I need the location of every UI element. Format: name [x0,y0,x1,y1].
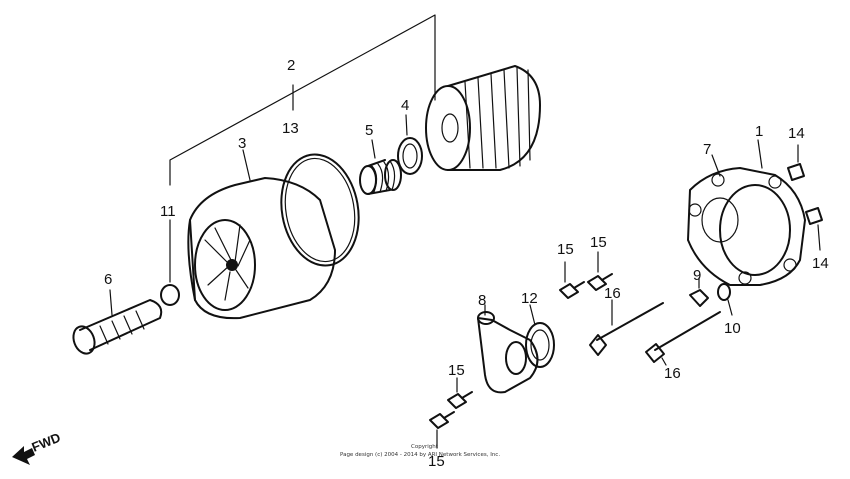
callout-14-lower: 14 [812,255,829,272]
callout-4: 4 [401,97,409,114]
dowel-pin-part-14-upper[interactable] [787,144,805,181]
callout-15-c: 15 [448,362,465,379]
oil-pipe-part-6[interactable] [70,289,163,357]
forward-arrow-icon [12,446,35,465]
callout-2: 2 [287,57,295,74]
group-bracket [169,14,436,283]
footer-page-design: Page design (c) 2004 - 2014 by ARI Netwo… [340,452,500,458]
o-ring-part-13[interactable] [273,148,367,271]
callout-3: 3 [238,135,246,152]
gasket-part-12[interactable] [525,304,555,368]
washer-part-4[interactable] [397,114,423,175]
callout-1: 1 [755,123,763,140]
callout-15-d: 15 [428,453,445,470]
short-bolt-part-15-c[interactable] [447,377,473,409]
spring-part-5[interactable] [359,139,402,195]
callout-14-upper: 14 [788,125,805,142]
o-ring-part-11[interactable] [160,284,180,306]
callout-15-a: 15 [557,241,574,258]
oil-filter-element[interactable] [425,65,541,171]
long-bolt-part-16-lower[interactable] [645,311,721,366]
washer-part-10[interactable] [717,283,733,316]
callout-16-lower: 16 [664,365,681,382]
callout-9: 9 [693,267,701,284]
bolt-part-9[interactable] [689,277,709,307]
callout-6: 6 [104,271,112,288]
pump-cover-part-8[interactable] [477,304,539,394]
callout-5: 5 [365,122,373,139]
footer-copyright: Copyright [411,444,439,450]
short-bolt-part-15-a[interactable] [559,261,585,299]
callout-10: 10 [724,320,741,337]
long-bolt-part-16-upper[interactable] [589,299,664,356]
callout-12: 12 [521,290,538,307]
oil-pump-body-part-1[interactable] [687,139,806,286]
short-bolt-part-15-b[interactable] [587,251,613,291]
fwd-label: FWD [30,430,63,455]
filter-case-part-3[interactable] [187,149,336,320]
callout-8: 8 [478,292,486,309]
callout-11: 11 [160,203,176,220]
callout-13: 13 [282,120,299,137]
callout-7: 7 [703,141,711,158]
short-bolt-part-15-d[interactable] [429,411,455,449]
dowel-pin-part-14-lower[interactable] [805,207,823,251]
callout-15-b: 15 [590,234,607,251]
callout-16-upper: 16 [604,285,621,302]
